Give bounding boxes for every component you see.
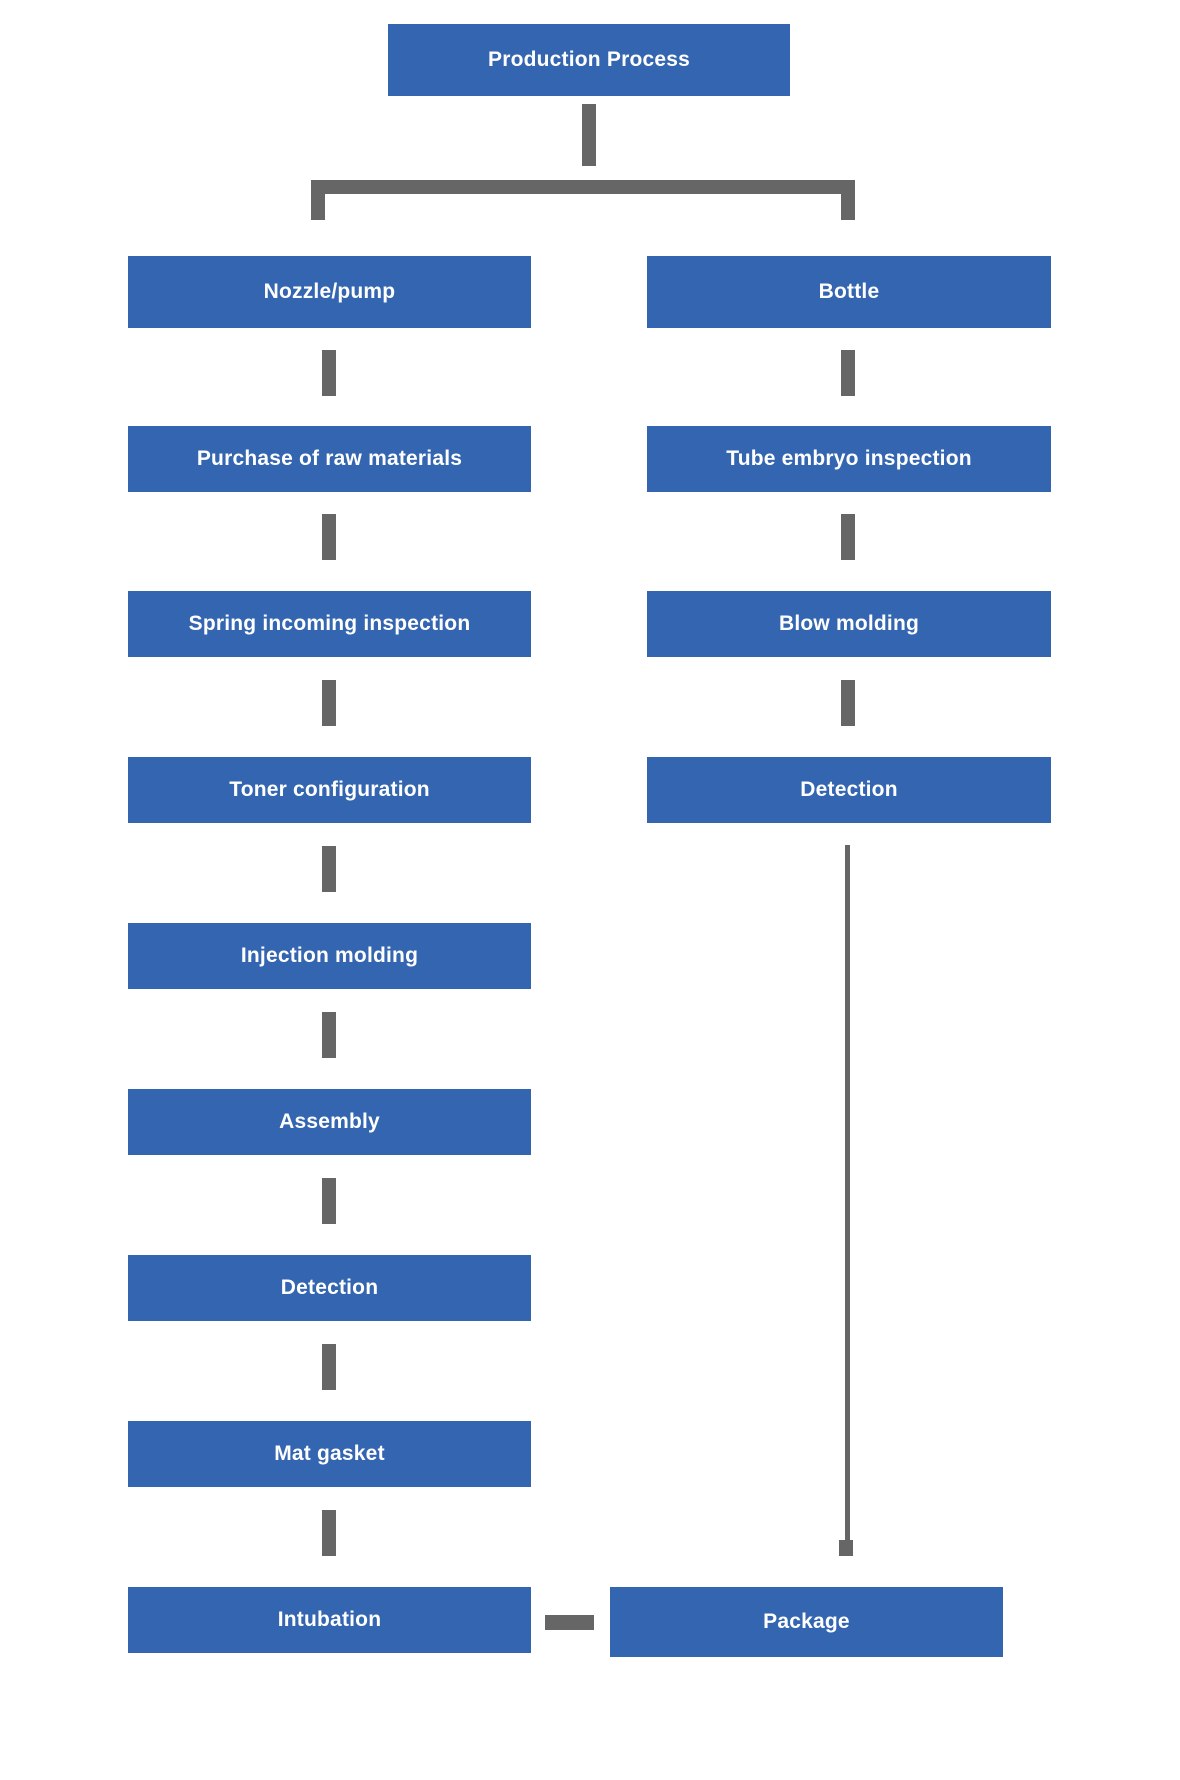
connector-detection-right-to-package-long — [845, 845, 850, 1555]
connector-package-arrow-foot — [839, 1540, 853, 1556]
connector-mat-gasket-to-intubation — [322, 1510, 336, 1556]
node-toner-configuration[interactable]: Toner configuration — [128, 757, 531, 823]
node-package[interactable]: Package — [610, 1587, 1003, 1657]
connector-purchase-to-spring — [322, 514, 336, 560]
node-mat-gasket[interactable]: Mat gasket — [128, 1421, 531, 1487]
connector-nozzle-to-purchase — [322, 350, 336, 396]
connector-tube-embryo-to-blow-molding — [841, 514, 855, 560]
node-nozzle-pump[interactable]: Nozzle/pump — [128, 256, 531, 328]
connector-root-down — [582, 104, 596, 166]
connector-intubation-to-package — [545, 1615, 594, 1630]
node-injection-molding[interactable]: Injection molding — [128, 923, 531, 989]
connector-assembly-to-detection — [322, 1178, 336, 1224]
node-detection-right[interactable]: Detection — [647, 757, 1051, 823]
node-purchase-raw-materials[interactable]: Purchase of raw materials — [128, 426, 531, 492]
connector-detection-to-mat-gasket — [322, 1344, 336, 1390]
node-production-process[interactable]: Production Process — [388, 24, 790, 96]
node-intubation[interactable]: Intubation — [128, 1587, 531, 1653]
connector-split-right-drop — [841, 180, 855, 220]
node-spring-incoming-inspection[interactable]: Spring incoming inspection — [128, 591, 531, 657]
connector-spring-to-toner — [322, 680, 336, 726]
connector-bottle-to-tube-embryo — [841, 350, 855, 396]
connector-injection-to-assembly — [322, 1012, 336, 1058]
connector-split-horizontal — [311, 180, 855, 194]
connector-split-left-drop — [311, 180, 325, 220]
connector-toner-to-injection — [322, 846, 336, 892]
connector-blow-molding-to-detection — [841, 680, 855, 726]
node-detection-left[interactable]: Detection — [128, 1255, 531, 1321]
node-tube-embryo-inspection[interactable]: Tube embryo inspection — [647, 426, 1051, 492]
node-assembly[interactable]: Assembly — [128, 1089, 531, 1155]
node-blow-molding[interactable]: Blow molding — [647, 591, 1051, 657]
node-bottle[interactable]: Bottle — [647, 256, 1051, 328]
